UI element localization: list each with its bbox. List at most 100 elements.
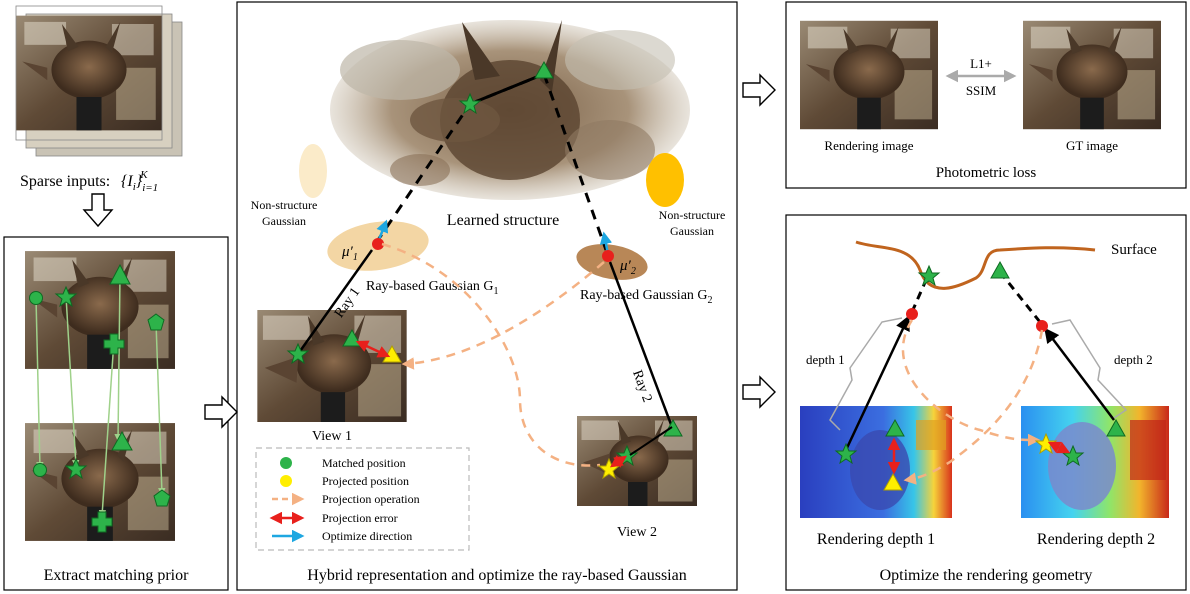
non-structure-label-right-2: Gaussian xyxy=(670,224,714,238)
rendering-image xyxy=(800,20,938,130)
pentagon-marker xyxy=(153,489,171,507)
surface-triangle-marker xyxy=(990,260,1010,279)
depth2-triangle-marker xyxy=(1106,418,1126,437)
view-2-photo xyxy=(577,416,697,506)
view1-error-arrow xyxy=(355,340,391,358)
triangle-marker xyxy=(111,430,133,451)
learned-structure-cloud xyxy=(330,20,690,200)
pentagon-marker xyxy=(147,313,165,331)
depth2-projected-marker xyxy=(1034,432,1058,455)
sparse-inputs-math: {Ii}i=1K xyxy=(121,169,158,194)
non-structure-gaussian-right xyxy=(646,153,684,207)
surface-curve xyxy=(855,240,1096,290)
right-hollow-arrow-2 xyxy=(742,73,776,107)
ray-1-line xyxy=(296,249,374,355)
ray-gaussian-1-label: Ray-based Gaussian G1 xyxy=(366,279,499,297)
cross-marker xyxy=(91,511,113,533)
view-2-label: View 2 xyxy=(617,525,657,540)
rendering-depth-2-map xyxy=(1021,406,1169,518)
right-hollow-arrow-3 xyxy=(742,375,776,409)
cross-marker xyxy=(103,333,125,355)
match-lines xyxy=(35,275,166,518)
mu2-label: μ′2 xyxy=(619,258,636,277)
legend-optimize-label: Optimize direction xyxy=(322,529,412,543)
projection-dash-1 xyxy=(381,242,601,467)
depth-point-1 xyxy=(906,308,918,320)
non-structure-label-left-2: Gaussian xyxy=(262,214,306,228)
learned-structure-label: Learned structure xyxy=(447,212,559,229)
rendering-depth-2-label: Rendering depth 2 xyxy=(1037,531,1155,548)
depth1-projected-marker xyxy=(883,472,903,491)
geometry-caption: Optimize the rendering geometry xyxy=(880,567,1093,584)
view2-triangle-marker xyxy=(663,418,683,437)
structure-dashes xyxy=(374,72,608,251)
ray-gaussian-2 xyxy=(576,244,648,280)
ray-gaussian-2-label: Ray-based Gaussian G2 xyxy=(580,288,713,306)
view1-star-marker xyxy=(286,342,310,365)
right-hollow-arrow-1 xyxy=(204,395,238,429)
legend-box xyxy=(255,447,470,551)
depth-ray-2 xyxy=(1044,327,1115,421)
star-marker xyxy=(64,457,88,480)
legend-matched-label: Matched position xyxy=(322,456,406,470)
loss-label-2: SSIM xyxy=(966,83,997,98)
view2-ray-segment xyxy=(629,426,673,456)
view-1-label: View 1 xyxy=(312,429,352,444)
depth-dash-1 xyxy=(910,279,928,313)
depth-2-label: depth 2 xyxy=(1114,352,1153,367)
geometry-panel xyxy=(785,214,1187,591)
matched-markers-top xyxy=(29,263,165,355)
depth-1-bracket xyxy=(829,317,903,431)
photometric-panel xyxy=(785,1,1187,189)
depth-projection-dash-2 xyxy=(903,329,1044,485)
depth-ray-1 xyxy=(844,315,910,451)
view2-error-arrow xyxy=(609,455,628,468)
legend-projected-label: Projected position xyxy=(322,474,409,488)
mean-point-1 xyxy=(372,238,384,250)
structure-star-marker xyxy=(458,92,482,115)
loss-label-1: L1+ xyxy=(970,56,992,71)
matched-markers-bottom xyxy=(33,430,171,533)
legend-matched-icon xyxy=(280,457,292,469)
legend-projection-op-label: Projection operation xyxy=(322,492,420,506)
depth2-error-arrow xyxy=(1047,441,1071,454)
rendering-depth-1-map xyxy=(800,406,952,518)
structure-triangle-marker xyxy=(534,60,554,79)
photometric-caption: Photometric loss xyxy=(936,165,1037,181)
depth-1-label: depth 1 xyxy=(806,352,845,367)
non-structure-label-left-1: Non-structure xyxy=(251,198,318,212)
depth-dash-2 xyxy=(998,271,1042,323)
ray-2-line xyxy=(608,261,674,428)
legend-projected-icon xyxy=(280,475,292,487)
gt-image xyxy=(1023,20,1161,130)
circle-marker xyxy=(33,463,47,477)
input-photo xyxy=(16,15,162,131)
hybrid-panel xyxy=(236,1,738,591)
extract-caption: Extract matching prior xyxy=(44,567,190,584)
circle-marker xyxy=(29,291,43,305)
surface-star-marker xyxy=(917,264,941,287)
view-1-photo xyxy=(257,310,407,422)
hybrid-caption: Hybrid representation and optimize the r… xyxy=(307,567,686,584)
non-structure-gaussian-left xyxy=(299,144,327,198)
matching-photo-top xyxy=(25,251,175,369)
mu1-label: μ′1 xyxy=(341,244,358,263)
mean-point-2 xyxy=(602,250,614,262)
depth-projection-dash-1 xyxy=(901,319,1041,447)
down-hollow-arrow xyxy=(82,193,114,228)
star-marker xyxy=(54,285,78,308)
rendering-image-label: Rendering image xyxy=(824,138,913,153)
projection-dash-2 xyxy=(401,261,605,370)
surface-label: Surface xyxy=(1111,242,1157,258)
legend-projection-err-label: Projection error xyxy=(322,511,398,525)
non-structure-label-right-1: Non-structure xyxy=(659,208,726,222)
sparse-inputs-label: Sparse inputs: xyxy=(20,173,110,190)
rendering-depth-1-label: Rendering depth 1 xyxy=(817,531,935,548)
depth-2-bracket xyxy=(1051,319,1128,419)
depth1-star-marker xyxy=(834,442,858,465)
depth-point-2 xyxy=(1036,320,1048,332)
depth1-triangle-marker xyxy=(885,418,905,437)
triangle-marker xyxy=(109,263,131,285)
sparse-inputs-stack xyxy=(15,5,183,157)
